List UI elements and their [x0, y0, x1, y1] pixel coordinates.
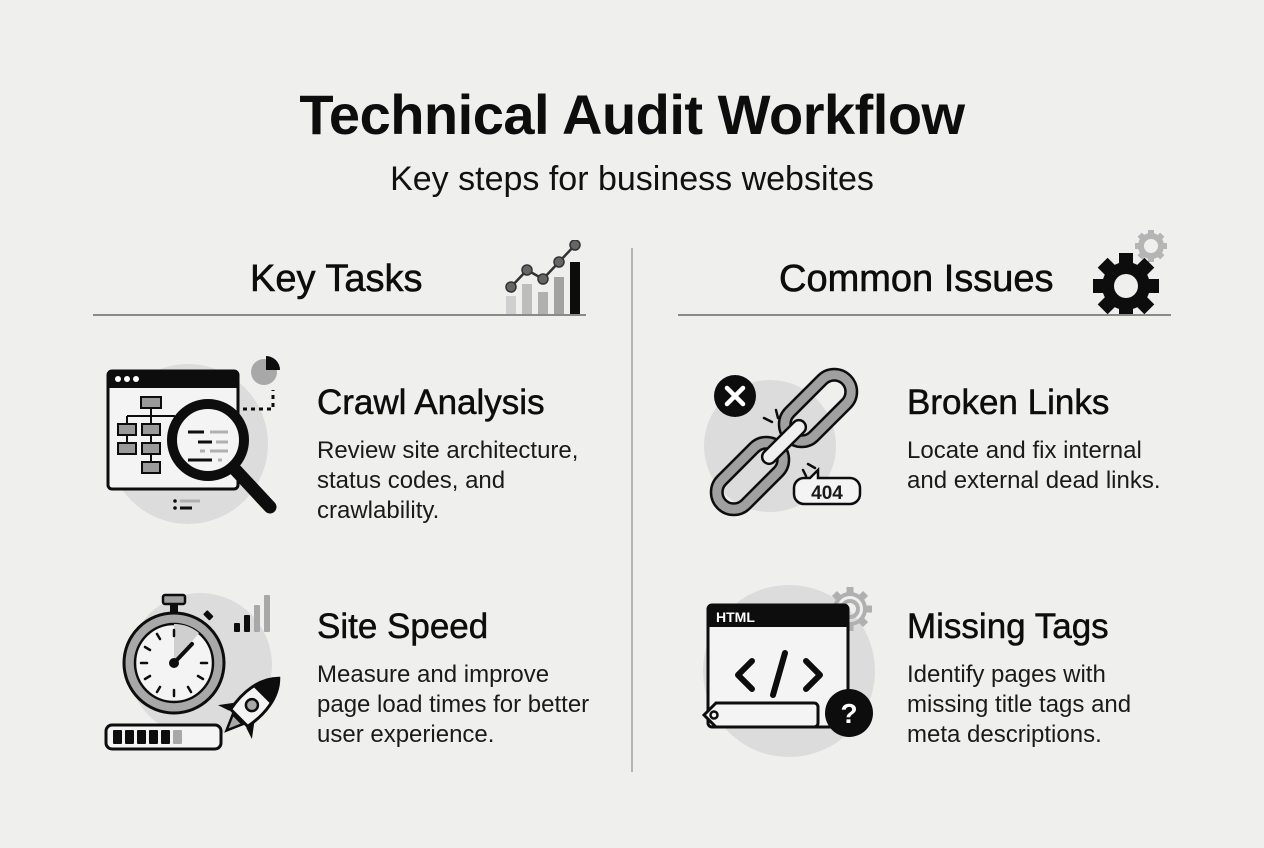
column-divider	[631, 248, 633, 772]
card-title-broken-links: Broken Links	[907, 383, 1110, 423]
html-tag-question-icon: HTML ?	[686, 583, 881, 763]
section-heading-common-issues: Common Issues	[779, 258, 1054, 301]
bar-line-chart-icon	[502, 240, 588, 316]
svg-text:?: ?	[840, 698, 857, 729]
card-desc-missing-tags: Identify pages with missing title tags a…	[907, 661, 1132, 748]
card-title-site-speed: Site Speed	[317, 607, 489, 647]
stopwatch-rocket-icon	[100, 585, 290, 760]
section-rule-left	[93, 314, 586, 316]
html-window-label: HTML	[716, 609, 755, 625]
card-title-crawl-analysis: Crawl Analysis	[317, 383, 545, 423]
broken-chain-icon: 404	[700, 358, 870, 520]
card-title-missing-tags: Missing Tags	[907, 607, 1109, 647]
section-heading-key-tasks: Key Tasks	[250, 258, 423, 301]
card-desc-site-speed: Measure and improve page load times for …	[317, 661, 590, 748]
card-desc-crawl-analysis: Review site architecture, status codes, …	[317, 437, 579, 524]
error-404-badge: 404	[811, 483, 843, 504]
page-title: Technical Audit Workflow	[299, 83, 965, 146]
section-rule-right	[678, 314, 1171, 316]
page-subtitle: Key steps for business websites	[390, 160, 874, 198]
card-desc-broken-links: Locate and fix internal and external dea…	[907, 437, 1161, 494]
sitemap-magnifier-icon	[100, 352, 285, 527]
gears-icon	[1088, 230, 1168, 316]
